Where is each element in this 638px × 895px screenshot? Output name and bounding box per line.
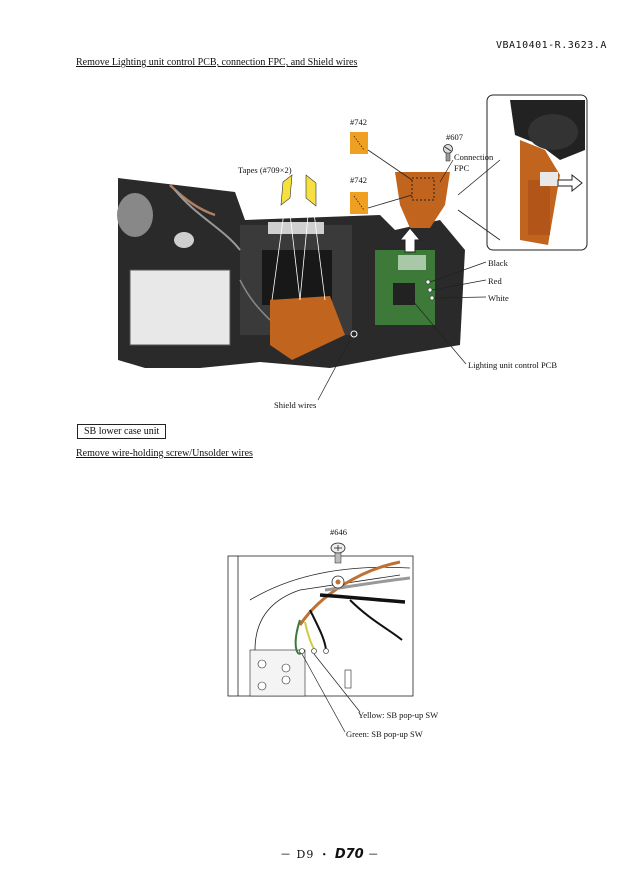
- label-tapes: Tapes (#709×2): [238, 165, 292, 175]
- sb-case-photo: [227, 555, 414, 697]
- label-black-wire: Black: [488, 258, 508, 268]
- page-footer: － D9 ・ D70 －: [280, 846, 380, 862]
- label-red-wire: Red: [488, 276, 502, 286]
- remove-arrow: [398, 227, 422, 253]
- label-white-wire: White: [488, 293, 509, 303]
- screw-646-icon: [330, 542, 346, 564]
- label-742-bottom: #742: [350, 175, 367, 185]
- label-742-top: #742: [350, 117, 367, 127]
- lcd-window: [129, 269, 231, 346]
- tape-742-bottom: [350, 192, 368, 214]
- label-green-wire: Green: SB pop-up SW: [346, 729, 423, 739]
- label-lighting-pcb: Lighting unit control PCB: [468, 360, 558, 370]
- section1-heading: Remove Lighting unit control PCB, connec…: [76, 57, 358, 68]
- section2-heading: Remove wire-holding screw/Unsolder wires: [76, 448, 253, 459]
- label-connection-fpc: Connection FPC: [454, 152, 494, 173]
- screw-607-icon: [443, 144, 453, 162]
- camera-body: [117, 172, 465, 368]
- inset-arrow: [557, 173, 583, 193]
- tape-709-left: [280, 174, 293, 206]
- label-shield-wires: Shield wires: [274, 400, 317, 410]
- label-646: #646: [330, 527, 347, 537]
- sb-lower-case-photo: [227, 542, 414, 733]
- label-yellow-wire: Yellow: SB pop-up SW: [358, 710, 439, 720]
- page-number: － D9 ・: [280, 848, 331, 861]
- tape-742-top: [350, 132, 368, 154]
- model-logo: D70: [334, 847, 364, 862]
- page-footer-end: －: [367, 848, 380, 861]
- inset-photo: [510, 100, 585, 245]
- camera-disassembly-photo: [117, 94, 588, 401]
- unit-box: SB lower case unit: [77, 424, 167, 439]
- document-id: VBA10401-R.3623.A: [496, 40, 607, 51]
- label-607: #607: [446, 132, 463, 142]
- tape-709-right: [305, 174, 317, 207]
